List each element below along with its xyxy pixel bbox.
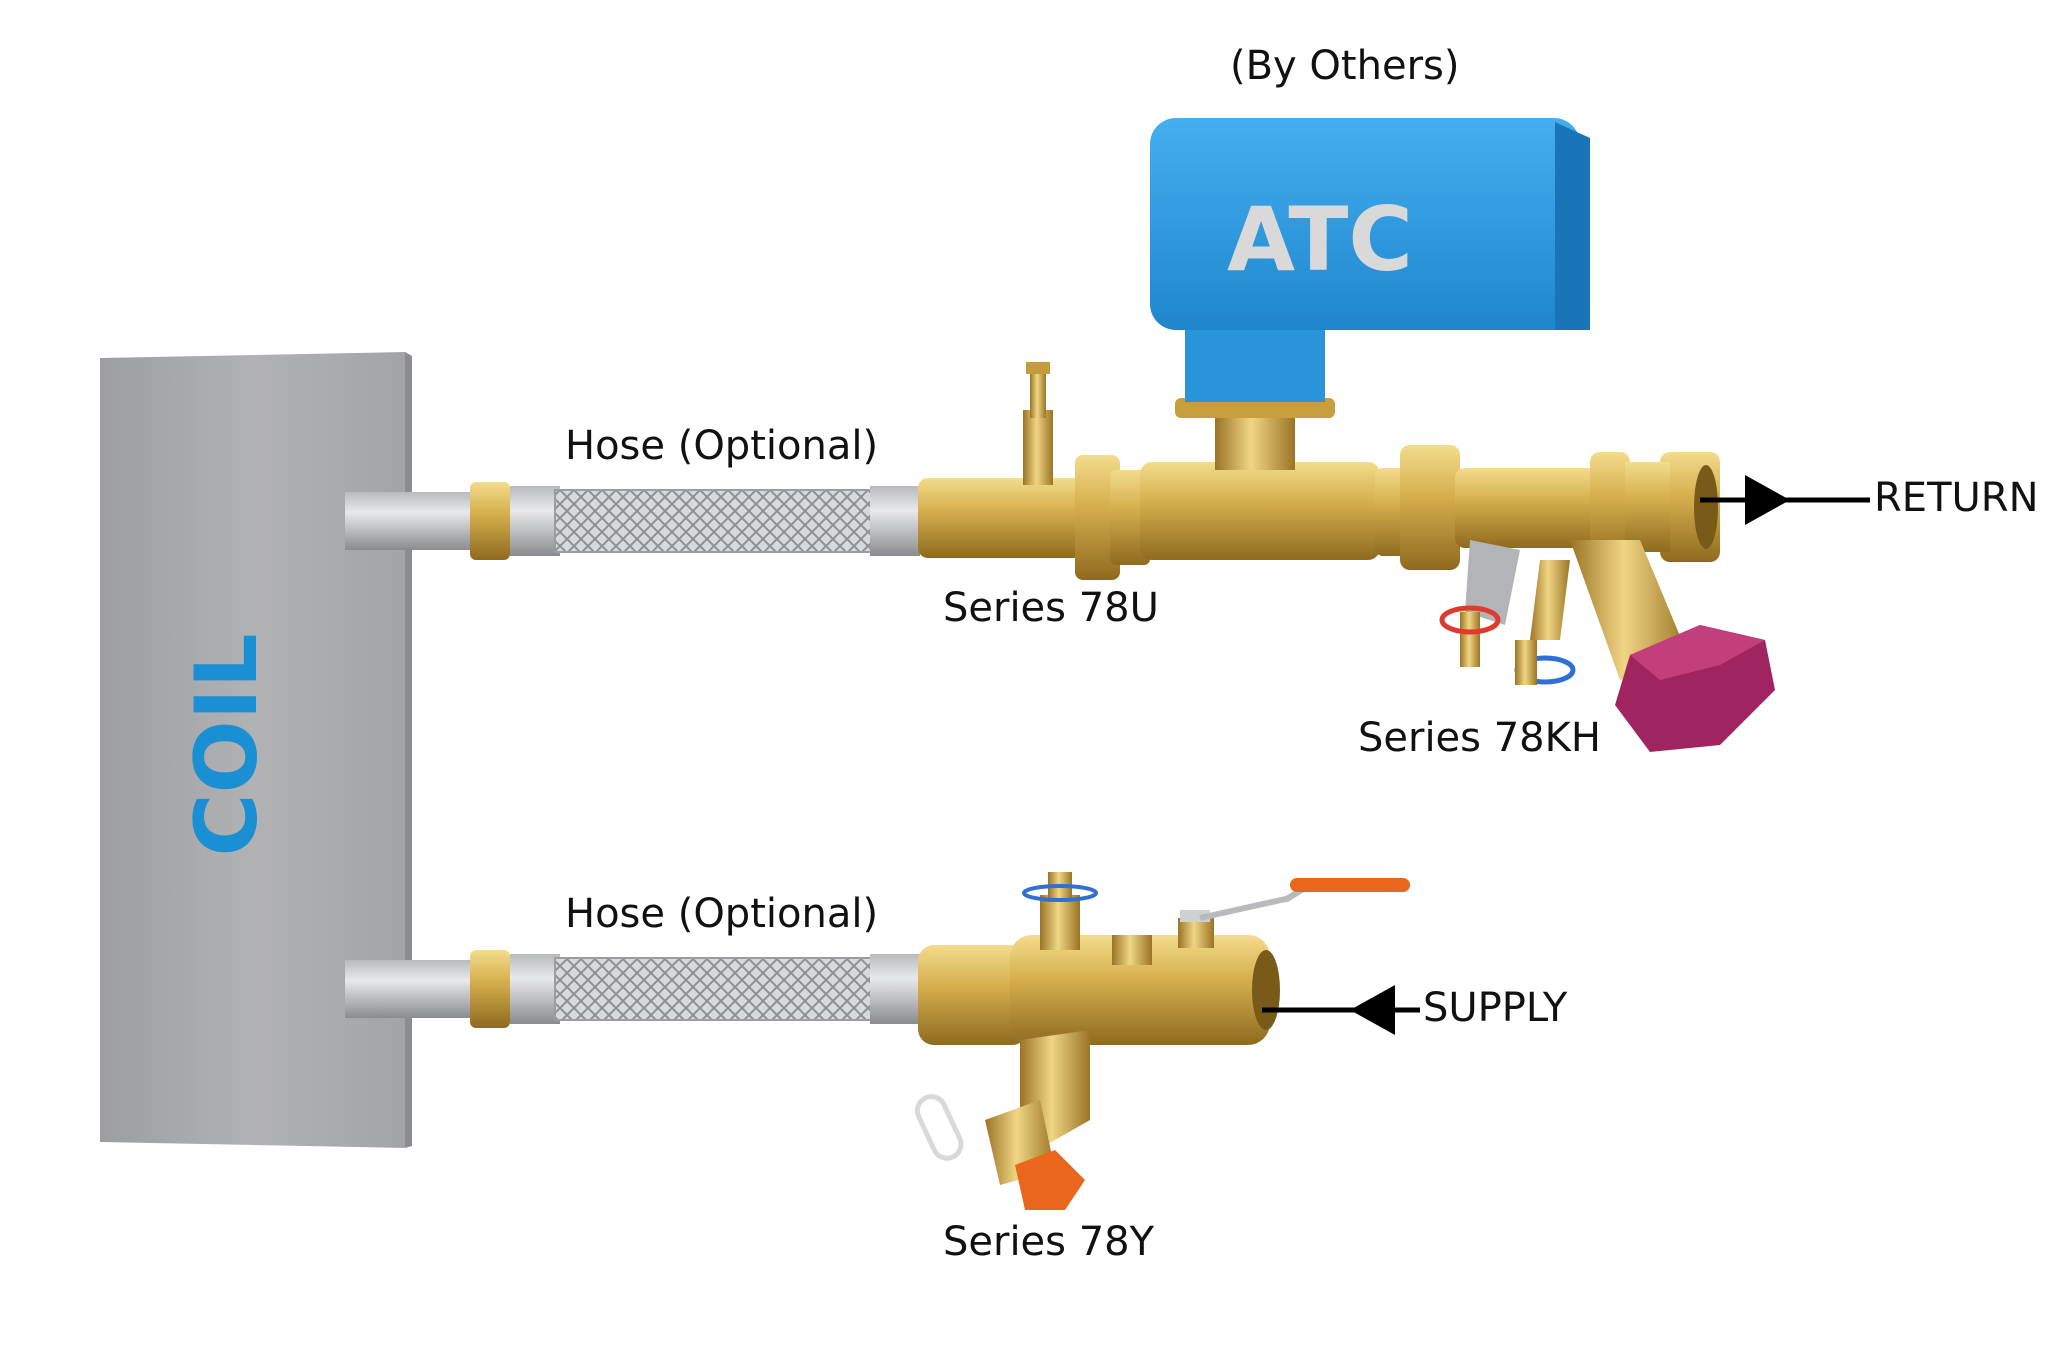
supply-label: SUPPLY [1423, 985, 1568, 1031]
series-78y-label: Series 78Y [943, 1219, 1155, 1265]
supply-arrow [1262, 985, 1420, 1035]
series-78kh-valve [1375, 445, 1775, 752]
return-arrow [1700, 475, 1870, 525]
series-78u-valve [918, 362, 1380, 580]
supply-pipe-assembly [345, 950, 920, 1028]
atc-actuator [1150, 118, 1590, 402]
series-78kh-label: Series 78KH [1358, 715, 1601, 761]
atc-by-others-label: (By Others) [1230, 43, 1460, 89]
return-hose-label: Hose (Optional) [565, 423, 879, 469]
coil-block [100, 352, 412, 1148]
return-label: RETURN [1874, 475, 2039, 521]
return-pipe-assembly [345, 482, 920, 560]
supply-hose-label: Hose (Optional) [565, 891, 879, 937]
atc-label: ATC [1227, 188, 1413, 291]
coil-label: COIL [177, 633, 277, 856]
series-78u-label: Series 78U [943, 585, 1159, 631]
series-78y-valve [914, 872, 1410, 1210]
